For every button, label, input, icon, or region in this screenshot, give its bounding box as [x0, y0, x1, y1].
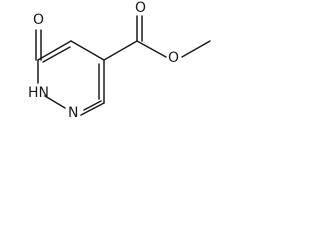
chemical-structure-diagram: O HN N O O	[28, 0, 211, 121]
structure-canvas: O HN N O O	[0, 0, 220, 138]
bond-c5-c6-double-a	[37, 40, 72, 61]
atom-label-carbonyl-oxygen-left: O	[33, 12, 44, 28]
bond-ester-oxygen-methyl	[181, 40, 211, 58]
atom-label-ester-oxygen: O	[168, 50, 179, 66]
bond-n2-c3-double-a	[80, 102, 105, 116]
bond-group	[35, 15, 211, 116]
bond-ester-carbon-oxygen	[136, 40, 167, 58]
atom-label-ring-nitrogen: N	[68, 105, 78, 121]
atom-label-carbonyl-oxygen-right: O	[135, 0, 146, 16]
bond-c4-c5	[70, 40, 105, 61]
bond-c4-ester-carbon	[103, 40, 138, 61]
bond-n2-c3-double-b	[83, 100, 102, 111]
bond-c5-c6-double-b	[42, 46, 71, 63]
bond-n1-n2	[44, 95, 66, 109]
atom-label-nh: HN	[28, 85, 49, 101]
